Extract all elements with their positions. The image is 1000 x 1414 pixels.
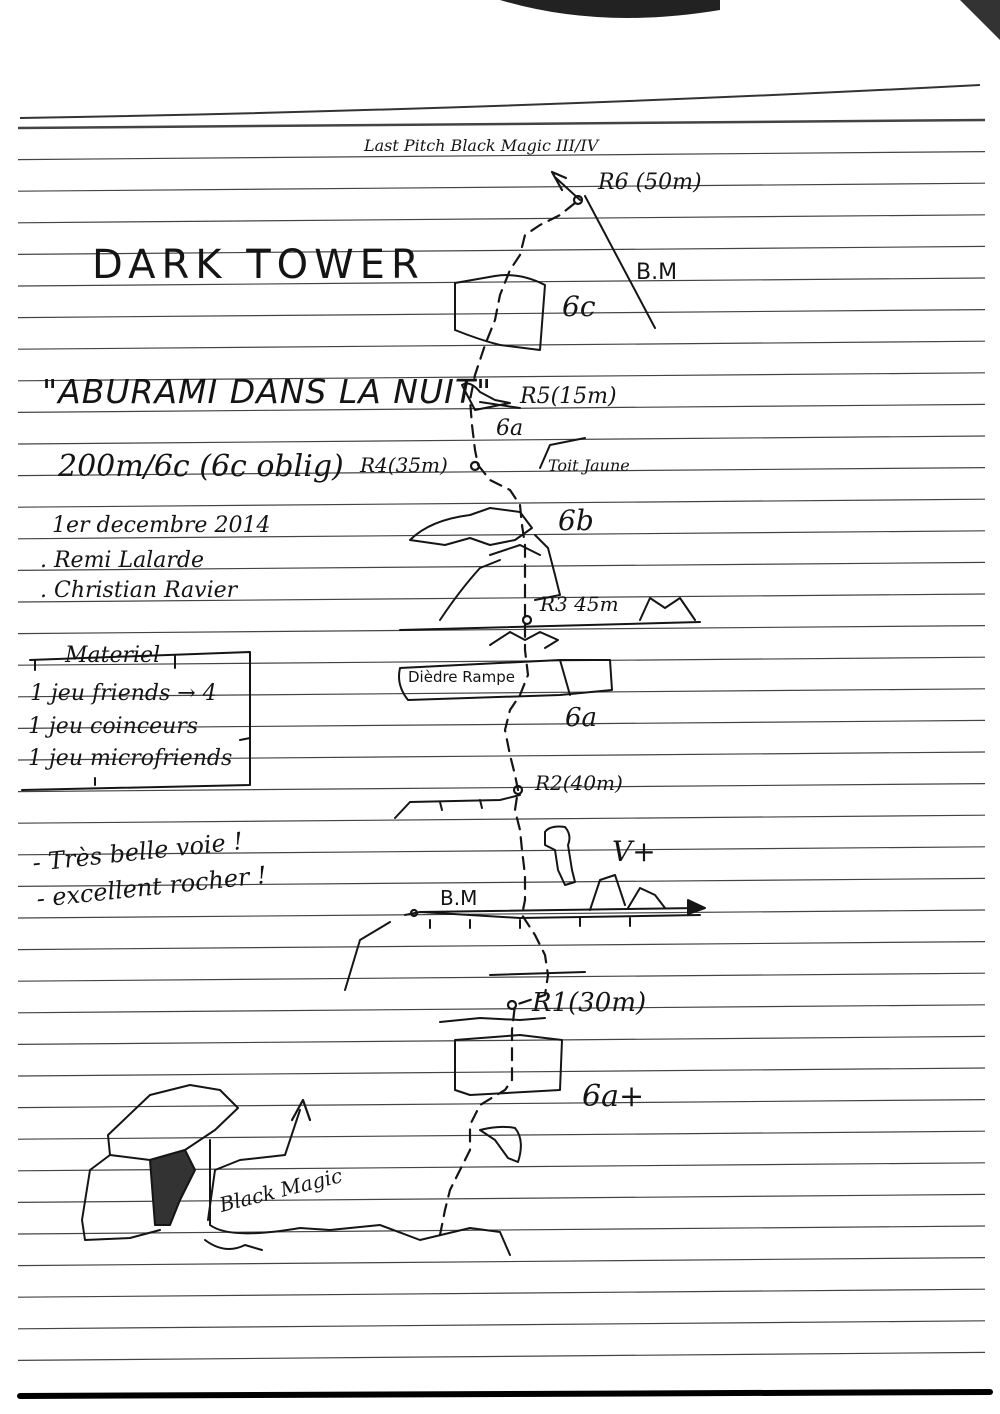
- belay-r1: R1(30m): [532, 988, 647, 1018]
- belay-r6: R6 (50m): [598, 170, 702, 195]
- dihedral-box: [398, 659, 613, 701]
- grade-6a-lower: 6a: [565, 703, 598, 733]
- ruled-line: [17, 277, 986, 287]
- arrow-head-mid: [687, 899, 706, 915]
- ruled-line: [17, 1098, 986, 1109]
- label-yellow-roof: Toit Jaune: [548, 456, 630, 475]
- ruled-line: [17, 1256, 986, 1267]
- r5-ledge: [461, 382, 511, 411]
- page-top-edge: [19, 84, 981, 119]
- ruled-line: [17, 467, 986, 477]
- ruled-line: [17, 719, 986, 730]
- grade-6b: 6b: [558, 504, 594, 537]
- ruled-line: [17, 909, 986, 919]
- ruled-line: [17, 751, 986, 761]
- ruled-line: [17, 245, 986, 255]
- ruled-line: [17, 1351, 986, 1362]
- rock-block-6c: [454, 274, 546, 351]
- grade-6aplus: 6a+: [582, 1079, 645, 1114]
- ruled-line: [17, 1035, 986, 1046]
- belay-r4: R4(35m): [360, 453, 448, 477]
- ruled-line: [17, 624, 986, 635]
- belay-r3: R3 45m: [540, 592, 619, 616]
- grade-6a-upper: 6a: [496, 416, 524, 441]
- ruled-line: [17, 214, 986, 224]
- ruled-line: [17, 1067, 986, 1077]
- climber-1: . Remi Lalarde: [40, 548, 204, 573]
- route-grade: 200m/6c (6c oblig): [58, 449, 344, 484]
- black-magic-arrow: [207, 1109, 301, 1221]
- arrow-head-top: [550, 170, 568, 192]
- ruled-line: [17, 814, 986, 824]
- ruled-line: [17, 940, 986, 951]
- hatched-area: [149, 1149, 196, 1226]
- ascent-date: 1er decembre 2014: [52, 513, 271, 538]
- bottom-edge: [17, 1389, 993, 1399]
- ruled-line: [17, 530, 986, 540]
- belay-circles: [409, 194, 584, 1011]
- ruled-line: [17, 372, 986, 382]
- route-line: [438, 201, 577, 1237]
- r1-ledge: [439, 971, 586, 1023]
- ruled-line: [17, 593, 986, 603]
- page-title: DARK TOWER: [92, 242, 425, 288]
- gear-title: Materiel: [65, 643, 161, 668]
- ruled-line: [17, 118, 986, 130]
- rock-black-magic: [107, 1084, 239, 1161]
- ruled-line: [17, 1130, 986, 1140]
- ruled-line: [17, 688, 986, 698]
- gear-item-1: 1 jeu friends → 4: [30, 681, 217, 706]
- ruled-line: [17, 435, 986, 445]
- grade-vplus: V+: [612, 835, 656, 868]
- route-reference: Last Pitch Black Magic III/IV: [364, 136, 599, 155]
- r2-ledge: [394, 794, 521, 819]
- ruled-line: [17, 846, 986, 856]
- ruled-line: [17, 1004, 986, 1014]
- ruled-line: [17, 877, 986, 888]
- gear-item-2: 1 jeu coinceurs: [28, 714, 199, 739]
- gear-box-outline: [21, 651, 251, 791]
- ruled-line: [17, 1288, 986, 1298]
- grade-6c: 6c: [562, 290, 596, 323]
- black-magic-line-top: [584, 195, 656, 329]
- label-bm-mid: B.M: [440, 886, 478, 910]
- black-magic-line-mid: [419, 907, 701, 913]
- ruled-line: [17, 151, 986, 161]
- ruled-line: [17, 498, 986, 508]
- ruled-line: [17, 782, 986, 793]
- ruled-line: [17, 656, 986, 666]
- label-dihedral: Dièdre Rampe: [408, 668, 515, 686]
- ruled-line: [17, 1225, 986, 1235]
- page-corner-shadow: [500, 0, 720, 18]
- yellow-roof-shape: [539, 437, 586, 469]
- corner-shadow-right: [960, 0, 1000, 40]
- belay-r2: R2(40m): [535, 771, 623, 795]
- ruled-line: [17, 309, 986, 319]
- gear-item-3: 1 jeu microfriends: [28, 746, 233, 771]
- climber-2: . Christian Ravier: [40, 578, 238, 603]
- label-bm-top: B.M: [636, 260, 678, 285]
- ruled-line: [17, 182, 986, 192]
- ruled-line: [17, 403, 986, 413]
- ruled-line: [17, 1320, 986, 1330]
- ruled-line: [17, 561, 986, 572]
- ruled-line: [17, 972, 986, 982]
- pillar-vplus: [544, 825, 576, 886]
- route-name: "ABURAMI DANS LA NUIT": [42, 372, 493, 411]
- belay-r5: R5(15m): [520, 384, 617, 409]
- rock-6b: [409, 507, 533, 546]
